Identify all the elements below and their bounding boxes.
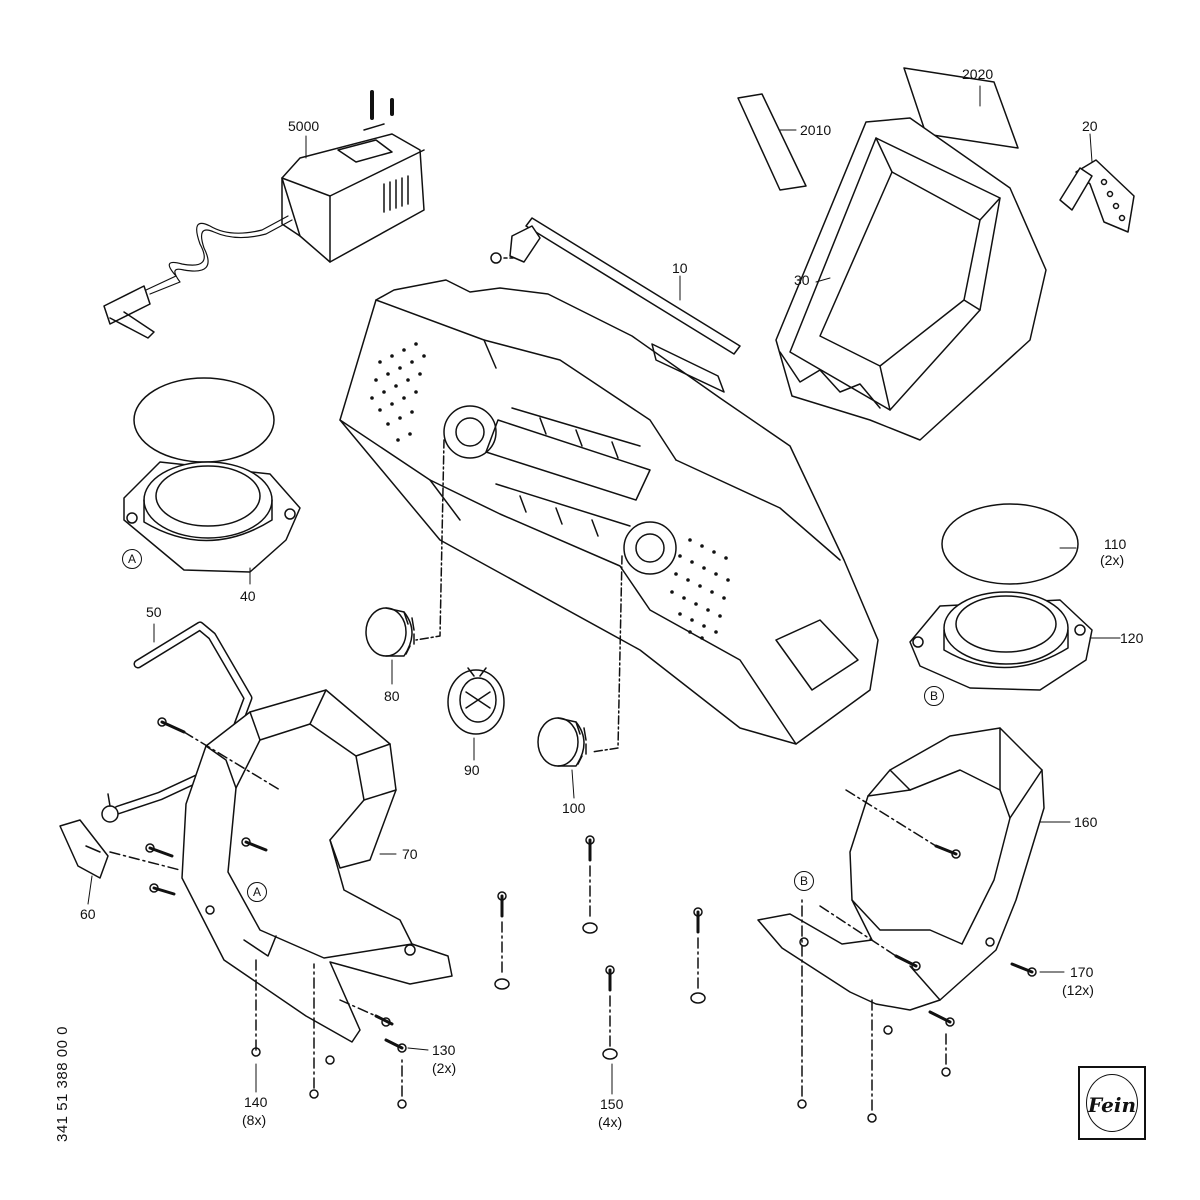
- fein-logo: Fein: [1078, 1066, 1146, 1140]
- knob-100-part: [537, 717, 587, 767]
- callout-150: 150: [600, 1096, 624, 1112]
- callout-150-qty: (4x): [598, 1114, 623, 1130]
- power-adapter-part: [103, 90, 425, 339]
- callout-130: 130: [432, 1042, 456, 1058]
- callout-70: 70: [402, 846, 418, 862]
- logo-emblem: Fein: [1086, 1074, 1138, 1132]
- callout-120: 120: [1120, 630, 1144, 646]
- latch-part: [1059, 159, 1135, 233]
- logo-wordmark: Fein: [1088, 1093, 1136, 1117]
- callout-80: 80: [384, 688, 400, 704]
- radio-housing-part: [339, 279, 879, 753]
- callout-170: 170: [1070, 964, 1094, 980]
- antenna-part: [490, 217, 741, 355]
- callout-30: 30: [794, 272, 810, 288]
- callout-20: 20: [1082, 118, 1098, 134]
- speaker-right-part: [909, 503, 1093, 691]
- knob-insert-part: [447, 667, 505, 735]
- callout-160: 160: [1074, 814, 1098, 830]
- callout-60: 60: [80, 906, 96, 922]
- end-cap-part: [59, 819, 109, 879]
- callout-5000: 5000: [288, 118, 320, 134]
- callout-170-qty: (12x): [1062, 982, 1094, 998]
- left-frame-part: [181, 689, 453, 1043]
- callout-140: 140: [244, 1094, 268, 1110]
- callout-130-qty: (2x): [432, 1060, 457, 1076]
- callout-100: 100: [562, 800, 586, 816]
- marker-b-frame: B: [794, 871, 814, 891]
- knob-80-part: [365, 607, 415, 657]
- callout-50: 50: [146, 604, 162, 620]
- callout-40: 40: [240, 588, 256, 604]
- document-number: 341 51 388 00 0: [54, 1026, 71, 1142]
- callout-110: 110: [1104, 536, 1127, 552]
- callout-110-qty: (2x): [1100, 552, 1125, 568]
- front-cover-part: [775, 117, 1047, 441]
- callout-140-qty: (8x): [242, 1112, 267, 1128]
- callout-2010: 2010: [800, 122, 832, 138]
- callout-10: 10: [672, 260, 688, 276]
- callout-2020: 2020: [962, 66, 994, 82]
- callout-90: 90: [464, 762, 480, 778]
- label-sheets-part: [737, 67, 1019, 191]
- marker-b-speaker: B: [924, 686, 944, 706]
- screws-and-feet-part: [109, 717, 1037, 1123]
- speaker-left-part: [123, 377, 301, 573]
- leader-lines: [87, 85, 1121, 1095]
- right-frame-part: [757, 727, 1045, 1011]
- marker-a-frame: A: [247, 882, 267, 902]
- marker-a-speaker: A: [122, 549, 142, 569]
